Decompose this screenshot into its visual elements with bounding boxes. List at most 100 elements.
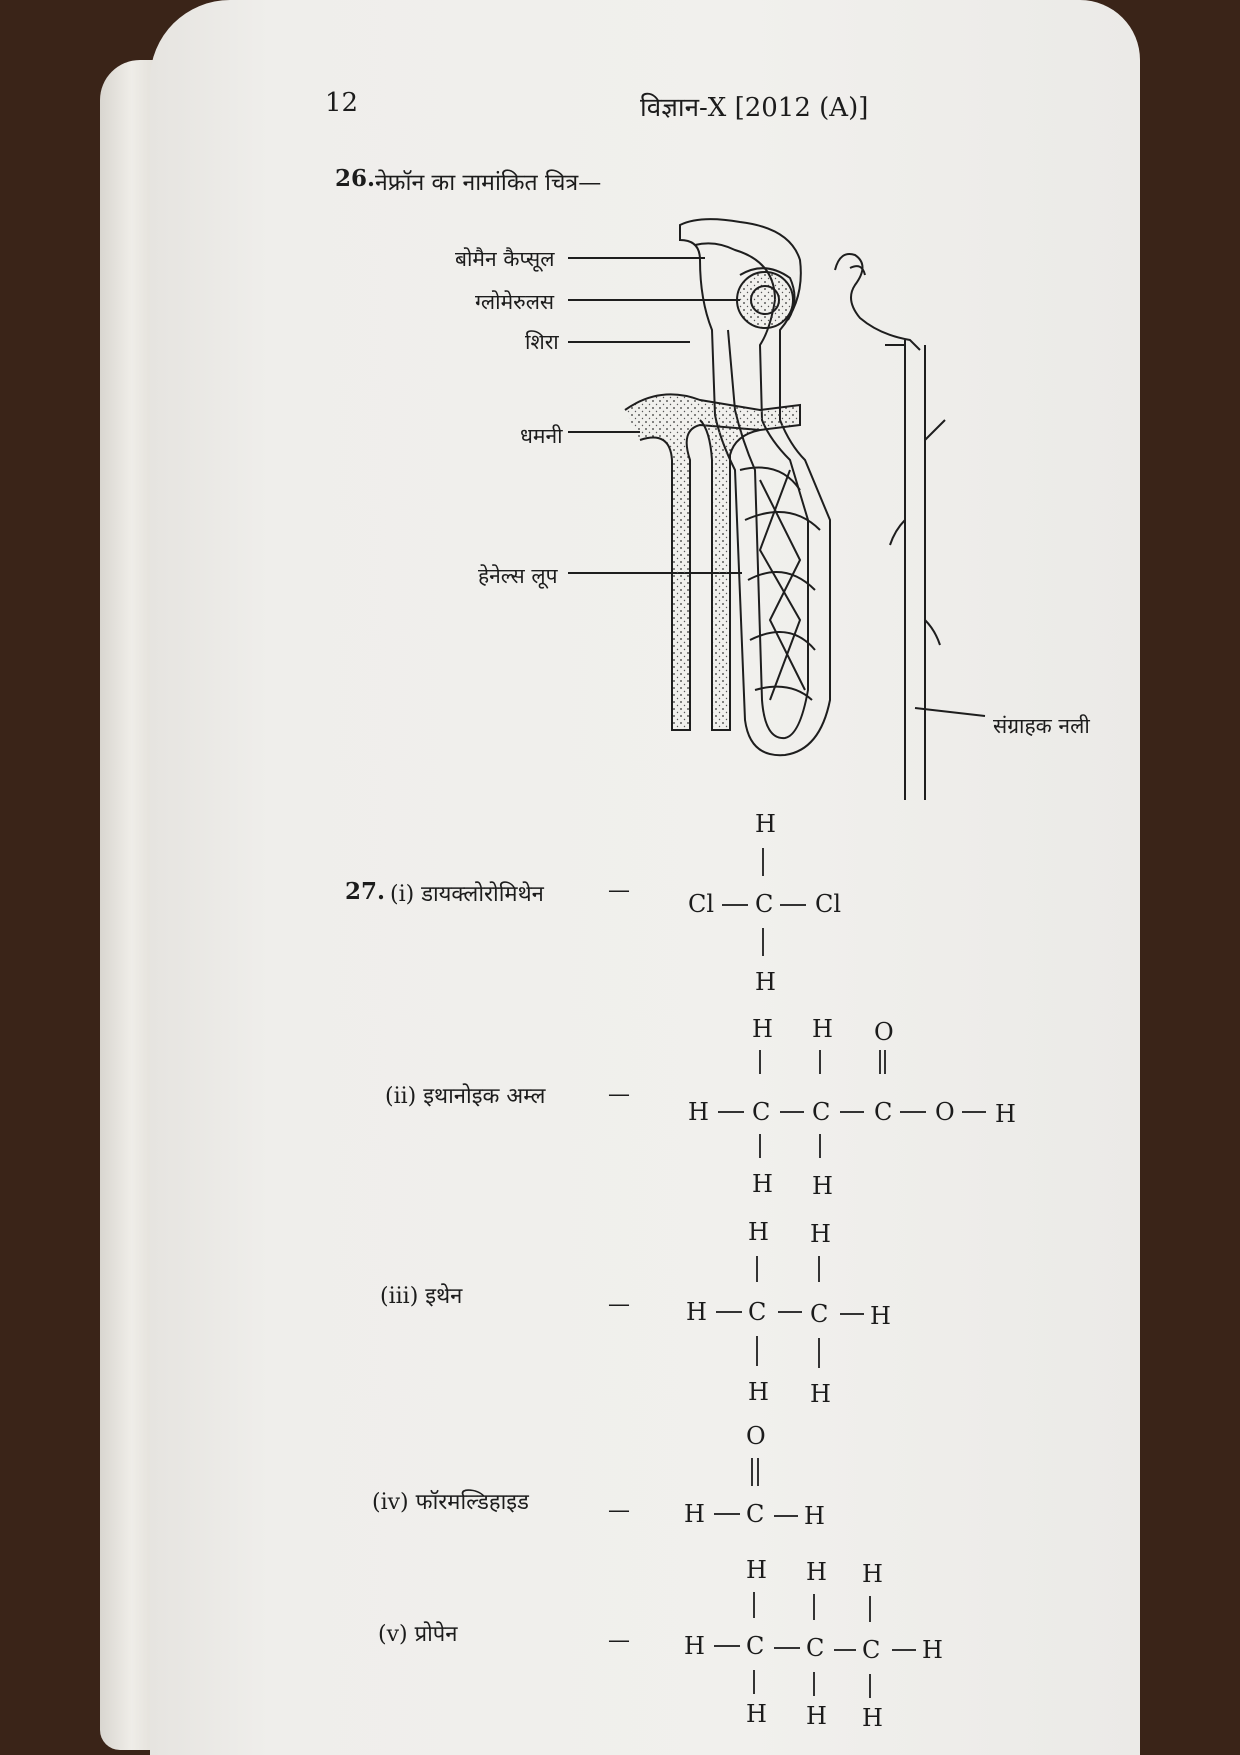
vein-vessel xyxy=(699,419,761,731)
bond xyxy=(879,1050,881,1074)
bond xyxy=(714,1513,740,1515)
atom-h: H xyxy=(810,1380,831,1408)
label-vein: शिरा xyxy=(525,330,559,354)
atom-h: H xyxy=(686,1298,707,1326)
bond xyxy=(869,1596,871,1622)
nephron-tubule-inner xyxy=(694,242,809,740)
atom-c: C xyxy=(812,1098,831,1126)
question-26-number: 26. xyxy=(335,165,376,192)
atom-h: H xyxy=(812,1172,833,1200)
bond xyxy=(819,1050,821,1074)
label-glomerulus: ग्लोमेरुलस xyxy=(475,290,555,314)
nephron-diagram xyxy=(568,218,986,800)
compound-3-dash: — xyxy=(608,1292,630,1317)
nephron-tubule xyxy=(679,218,831,757)
atom-h: H xyxy=(688,1098,709,1126)
atom-c: C xyxy=(874,1098,893,1126)
atom-c: C xyxy=(806,1634,825,1662)
atom-h: H xyxy=(995,1100,1016,1128)
atom-c: C xyxy=(746,1632,765,1660)
atom-h: H xyxy=(752,1015,773,1043)
bond xyxy=(714,1645,740,1647)
compound-2-name: (ii) इथानोइक अम्ल xyxy=(385,1084,546,1109)
atom-h: H xyxy=(804,1502,825,1530)
glomerulus-shape xyxy=(736,271,794,329)
bond xyxy=(834,1649,856,1651)
collecting-duct-branches xyxy=(889,419,946,646)
atom-h: H xyxy=(862,1704,883,1732)
atom-c: C xyxy=(862,1636,881,1664)
bond xyxy=(762,848,764,876)
collecting-duct xyxy=(904,340,926,800)
bond xyxy=(818,1338,820,1368)
atom-c: C xyxy=(810,1300,829,1328)
bond xyxy=(962,1111,986,1113)
label-artery: धमनी xyxy=(520,424,563,448)
atom-h: H xyxy=(748,1218,769,1246)
compound-2-dash: — xyxy=(608,1082,630,1107)
page-header-title: विज्ञान-X [2012 (A)] xyxy=(640,93,869,123)
bond xyxy=(900,1111,926,1113)
compound-4-name: (iv) फॉरमल्डिहाइड xyxy=(372,1490,529,1515)
glomerulus-core xyxy=(750,285,780,315)
bond xyxy=(869,1674,871,1698)
atom-h: H xyxy=(746,1700,767,1728)
atom-cl: Cl xyxy=(688,890,715,918)
atom-h: H xyxy=(684,1500,705,1528)
capillary-crosslinks xyxy=(758,469,806,701)
atom-h: H xyxy=(922,1636,943,1664)
bond xyxy=(780,1111,804,1113)
bond xyxy=(774,1647,800,1649)
atom-h: H xyxy=(755,968,776,996)
bond xyxy=(756,1336,758,1366)
question-26-title: नेफ्रॉन का नामांकित चित्र— xyxy=(375,170,602,196)
atom-h: H xyxy=(862,1560,883,1588)
bond xyxy=(759,1134,761,1158)
bond xyxy=(762,928,764,956)
atom-o: O xyxy=(746,1422,766,1450)
bond xyxy=(722,904,748,906)
atom-h: H xyxy=(684,1632,705,1660)
bond xyxy=(840,1313,864,1315)
compound-1-name: (i) डायक्लोरोमिथेन xyxy=(390,882,544,907)
atom-h: H xyxy=(812,1015,833,1043)
compound-3-name: (iii) इथेन xyxy=(380,1284,463,1309)
atom-c: C xyxy=(746,1500,765,1528)
atom-cl: Cl xyxy=(815,890,842,918)
distal-coil xyxy=(834,253,921,351)
bond xyxy=(716,1311,742,1313)
bond xyxy=(753,1592,755,1618)
label-bowman-capsule: बोमैन कैप्सूल xyxy=(455,247,555,271)
atom-o: O xyxy=(874,1018,894,1046)
book-page xyxy=(150,0,1140,1755)
bond xyxy=(813,1672,815,1696)
bond xyxy=(756,1256,758,1282)
atom-h: H xyxy=(755,810,776,838)
bond xyxy=(759,1050,761,1074)
atom-h: H xyxy=(810,1220,831,1248)
label-henle-loop: हेनेल्स लूप xyxy=(478,564,558,588)
bond xyxy=(818,1256,820,1282)
bond xyxy=(819,1134,821,1158)
page-number: 12 xyxy=(325,88,359,118)
compound-5-dash: — xyxy=(608,1628,630,1653)
bond xyxy=(840,1111,864,1113)
label-collecting-duct: संग्राहक नली xyxy=(993,714,1090,738)
leader-collecting xyxy=(914,707,986,717)
bond xyxy=(780,904,806,906)
atom-c: C xyxy=(748,1298,767,1326)
atom-h: H xyxy=(752,1170,773,1198)
capillary-network xyxy=(739,466,821,701)
atom-c: C xyxy=(755,890,774,918)
bond xyxy=(892,1649,916,1651)
question-27-number: 27. xyxy=(345,878,386,905)
bond xyxy=(757,1458,759,1486)
atom-o: O xyxy=(935,1098,955,1126)
atom-c: C xyxy=(752,1098,771,1126)
bond xyxy=(884,1050,886,1074)
bond xyxy=(778,1311,802,1313)
bond xyxy=(813,1594,815,1620)
bowman-cup xyxy=(739,267,796,321)
artery-vessel xyxy=(624,393,801,731)
